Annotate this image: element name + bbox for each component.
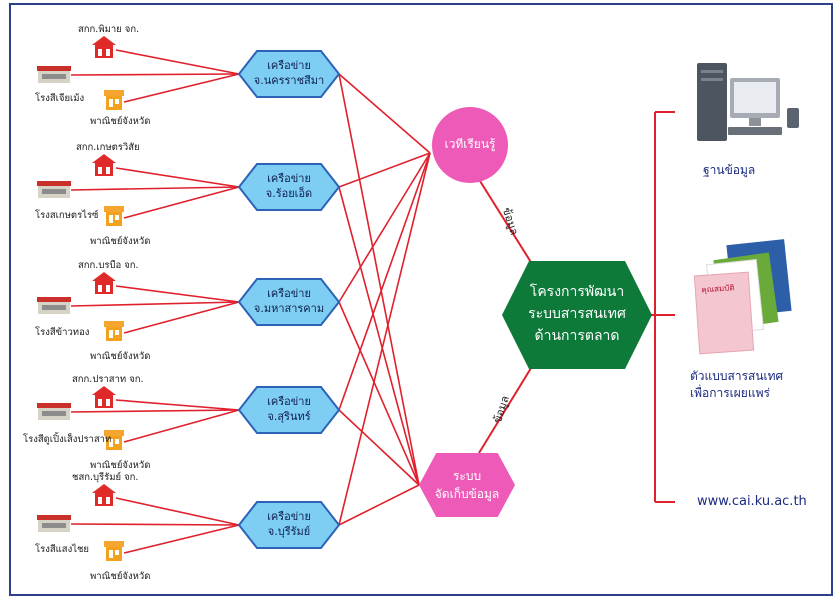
commerce-label-1: พาณิชย์จังหวัด <box>90 116 151 127</box>
web-link-forum-2 <box>338 152 431 188</box>
network-hexagon-2 <box>237 163 341 211</box>
network-province-2: จ.ร้อยเอ็ด <box>265 187 313 200</box>
web-link-forum-4 <box>338 152 431 411</box>
web-link-storage-4 <box>338 409 420 486</box>
storage-label-line1: ระบบ <box>452 469 482 483</box>
network-province-5: จ.บุรีรัมย์ <box>267 525 311 538</box>
commerce-label-5: พาณิชย์จังหวัด <box>90 571 151 582</box>
source-link-mill-5 <box>70 523 240 526</box>
rice-mill-icon-4 <box>37 403 71 420</box>
source-link-commerce-4 <box>123 409 240 443</box>
web-link-forum-5 <box>338 152 431 526</box>
learning-forum-label: เวทีเรียนรู้ <box>444 137 496 151</box>
website-label: www.cai.ku.ac.th <box>697 494 807 509</box>
source-link-mill-2 <box>70 186 240 191</box>
rice-mill-icon-1 <box>37 66 71 83</box>
source-link-mill-4 <box>70 409 240 413</box>
coop-house-icon-2 <box>92 154 116 176</box>
web-link-storage-1 <box>338 73 420 486</box>
coop-label-5: ชสก.บุรีรัมย์ จก. <box>72 472 139 483</box>
database-label: ฐานข้อมูล <box>703 163 756 177</box>
connection-lines <box>70 49 675 554</box>
source-link-mill-1 <box>70 73 240 76</box>
source-link-coop-1 <box>115 49 240 75</box>
source-link-coop-2 <box>115 167 240 188</box>
web-link-storage-3 <box>338 301 420 486</box>
rice-mill-icon-3 <box>37 297 71 314</box>
source-link-commerce-1 <box>123 73 240 103</box>
coop-label-1: สกก.พิมาย จก. <box>78 24 140 35</box>
model-label-line2: เพื่อการเผยแพร่ <box>690 386 770 400</box>
mill-label-1: โรงสีเจียเม้ง <box>35 93 85 104</box>
source-link-coop-5 <box>115 497 240 526</box>
booklet-title-text: คุณสมบัติ <box>701 283 735 294</box>
network-hexagon-4 <box>237 386 341 434</box>
project-label-line3: ด้านการตลาด <box>534 328 620 344</box>
learning-forum-circle <box>432 107 508 183</box>
commerce-office-icon-4 <box>104 430 124 450</box>
coop-label-3: สกก.บรบือ จก. <box>78 260 139 271</box>
computer-icon <box>697 63 799 141</box>
mill-label-2: โรงสเกษตรไรซ์ <box>35 210 99 221</box>
booklet-icon: คุณสมบัติ <box>693 239 792 355</box>
diagram-icons: คุณสมบัติ <box>37 36 799 561</box>
mill-label-5: โรงสีแสงไชย <box>35 544 89 555</box>
link-forum-project <box>479 180 540 276</box>
network-title-5: เครือข่าย <box>267 510 311 523</box>
mill-label-3: โรงสีข้าวทอง <box>35 327 90 338</box>
rice-mill-icon-5 <box>37 515 71 532</box>
network-province-4: จ.สุรินทร์ <box>267 410 311 423</box>
commerce-office-icon-2 <box>104 206 124 226</box>
data-storage-hexagon <box>419 453 515 517</box>
rice-mill-icon-2 <box>37 181 71 198</box>
network-title-4: เครือข่าย <box>267 395 311 408</box>
network-province-3: จ.มหาสารคาม <box>253 302 325 315</box>
source-link-commerce-3 <box>123 301 240 334</box>
network-title-3: เครือข่าย <box>267 287 311 300</box>
source-link-coop-4 <box>115 399 240 411</box>
diagram-nodes <box>237 50 652 549</box>
web-link-storage-2 <box>338 186 420 486</box>
coop-house-icon-4 <box>92 386 116 408</box>
commerce-label-3: พาณิชย์จังหวัด <box>90 351 151 362</box>
commerce-office-icon-5 <box>104 541 124 561</box>
coop-label-2: สกก.เกษตรวิสัย <box>76 142 140 153</box>
coop-house-icon-5 <box>92 484 116 506</box>
project-label-line1: โครงการพัฒนา <box>529 284 625 300</box>
storage-label-line2: จัดเก็บข้อมูล <box>434 487 500 501</box>
commerce-label-4: พาณิชย์จังหวัด <box>90 460 151 471</box>
web-link-forum-1 <box>338 73 431 154</box>
source-link-coop-3 <box>115 285 240 303</box>
commerce-office-icon-1 <box>104 90 124 110</box>
source-link-mill-3 <box>70 301 240 307</box>
model-label-line1: ตัวแบบสารสนเทศ <box>690 369 784 383</box>
coop-label-4: สกก.ปราสาท จก. <box>72 374 144 385</box>
network-province-1: จ.นครราชสีมา <box>253 74 325 87</box>
coop-house-icon-1 <box>92 36 116 58</box>
commerce-label-2: พาณิชย์จังหวัด <box>90 236 151 247</box>
link-storage-project <box>478 354 540 454</box>
network-title-1: เครือข่าย <box>267 59 311 72</box>
commerce-office-icon-3 <box>104 321 124 341</box>
network-hexagon-3 <box>237 278 341 326</box>
project-hexagon <box>502 261 652 369</box>
web-link-storage-5 <box>338 484 420 526</box>
network-hexagon-1 <box>237 50 341 98</box>
network-title-2: เครือข่าย <box>267 172 311 185</box>
coop-house-icon-3 <box>92 272 116 294</box>
network-hexagon-5 <box>237 501 341 549</box>
mill-label-4: โรงสีดูเปิ้งเส็งปราสาท <box>23 434 112 445</box>
source-link-commerce-2 <box>123 186 240 219</box>
project-label-line2: ระบบสารสนเทศ <box>528 306 626 322</box>
source-link-commerce-5 <box>123 524 240 554</box>
web-link-forum-3 <box>338 152 431 303</box>
